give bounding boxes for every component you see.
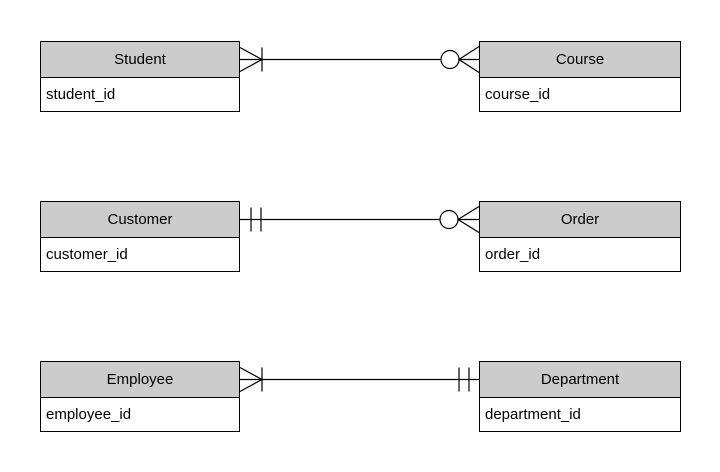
entity-title: Department [479,361,681,398]
entity-attribute: student_id [40,78,240,112]
entity-order[interactable]: Order order_id [479,201,681,272]
entity-department[interactable]: Department department_id [479,361,681,432]
exactly-one-icon [250,207,262,232]
zero-or-many-icon [439,205,480,234]
crow-foot-icon [456,205,480,234]
zero-or-many-icon [440,45,480,74]
entity-attribute: order_id [479,238,681,272]
entity-title: Course [479,41,681,78]
entity-title: Employee [40,361,240,398]
ring-icon [440,49,460,70]
exactly-one-icon [458,367,470,392]
ring-icon [439,209,459,230]
entity-employee[interactable]: Employee employee_id [40,361,240,432]
entity-attribute: customer_id [40,238,240,272]
entity-attribute: course_id [479,78,681,112]
entity-title: Customer [40,201,240,238]
connector-employee-department[interactable] [239,366,479,393]
entity-title: Order [479,201,681,238]
entity-course[interactable]: Course course_id [479,41,681,112]
entity-student[interactable]: Student student_id [40,41,240,112]
one-or-many-icon [239,46,264,73]
entity-attribute: department_id [479,398,681,432]
connector-customer-order[interactable] [240,205,480,234]
crow-foot-icon [457,45,480,74]
entity-customer[interactable]: Customer customer_id [40,201,240,272]
connector-student-course[interactable] [239,45,480,74]
entity-attribute: employee_id [40,398,240,432]
one-or-many-icon [239,366,264,393]
entity-title: Student [40,41,240,78]
